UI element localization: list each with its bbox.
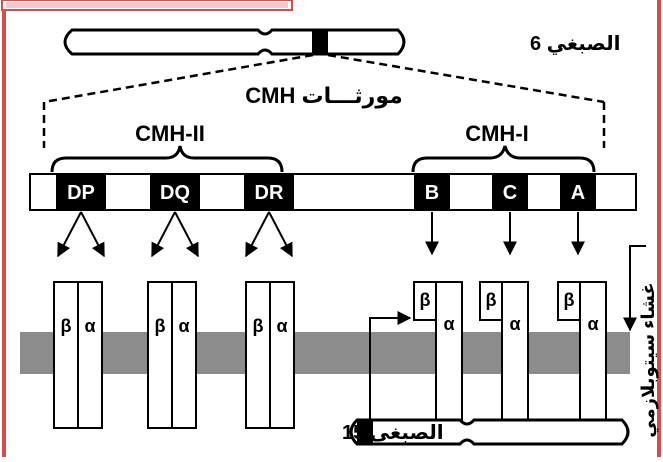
class-ii-protein-dq	[147, 281, 197, 429]
class-ii-protein-dr	[245, 281, 295, 429]
class-i-protein-b	[413, 281, 463, 429]
beta-chain-label: β	[253, 316, 264, 336]
gene-a-label: A	[571, 182, 585, 204]
beta2m-locus-band	[357, 421, 373, 443]
cell-membrane	[20, 332, 630, 374]
beta-chain-label: β	[61, 316, 72, 336]
alpha-chain-label: α	[84, 316, 95, 336]
gene-dr-box	[244, 174, 294, 210]
chromosome-6	[63, 28, 406, 56]
expression-arrows	[57, 211, 585, 258]
beta-chain-label: β	[420, 290, 431, 310]
gene-b-box	[414, 174, 450, 210]
gene-dr-label: DR	[255, 182, 284, 204]
gene-a-box	[560, 174, 596, 210]
alpha-chain-label: α	[443, 314, 454, 334]
gene-dp-box	[56, 174, 106, 210]
gene-strip	[29, 173, 637, 211]
gene-dp-label: DP	[67, 182, 95, 204]
membrane-label: غشاء سيتوبلازمي	[638, 282, 659, 437]
alpha-chain-label: α	[509, 314, 520, 334]
class-i-brace	[411, 145, 596, 173]
alpha-chain-label: α	[178, 316, 189, 336]
chromosome-15	[349, 418, 630, 446]
gene-dq-box	[150, 174, 200, 210]
class-ii-label: CMH-II	[135, 121, 205, 146]
gene-c-label: C	[503, 182, 517, 204]
zoom-lines	[42, 53, 606, 148]
membrane-pointer	[623, 245, 646, 332]
class-i-protein-c	[479, 281, 529, 429]
chromosome-15-label: الصبغي 15	[342, 422, 444, 445]
beta-chain-label: β	[564, 290, 575, 310]
mhc-genes-label: مورثـــات CMH	[245, 83, 403, 109]
gene-b-label: B	[425, 182, 439, 204]
class-ii-brace	[50, 145, 284, 173]
beta2m-arrow	[369, 311, 412, 422]
class-i-protein-a	[557, 281, 607, 429]
gene-dq-label: DQ	[160, 182, 190, 204]
class-i-label: CMH-I	[465, 121, 529, 146]
beta-chain-label: β	[155, 316, 166, 336]
gene-c-box	[492, 174, 528, 210]
class-ii-protein-dp	[53, 281, 103, 429]
alpha-chain-label: α	[587, 314, 598, 334]
mhc-locus-band	[312, 31, 328, 53]
chromosome-6-label: الصبغي 6	[530, 33, 620, 56]
alpha-chain-label: α	[276, 316, 287, 336]
beta-chain-label: β	[486, 290, 497, 310]
